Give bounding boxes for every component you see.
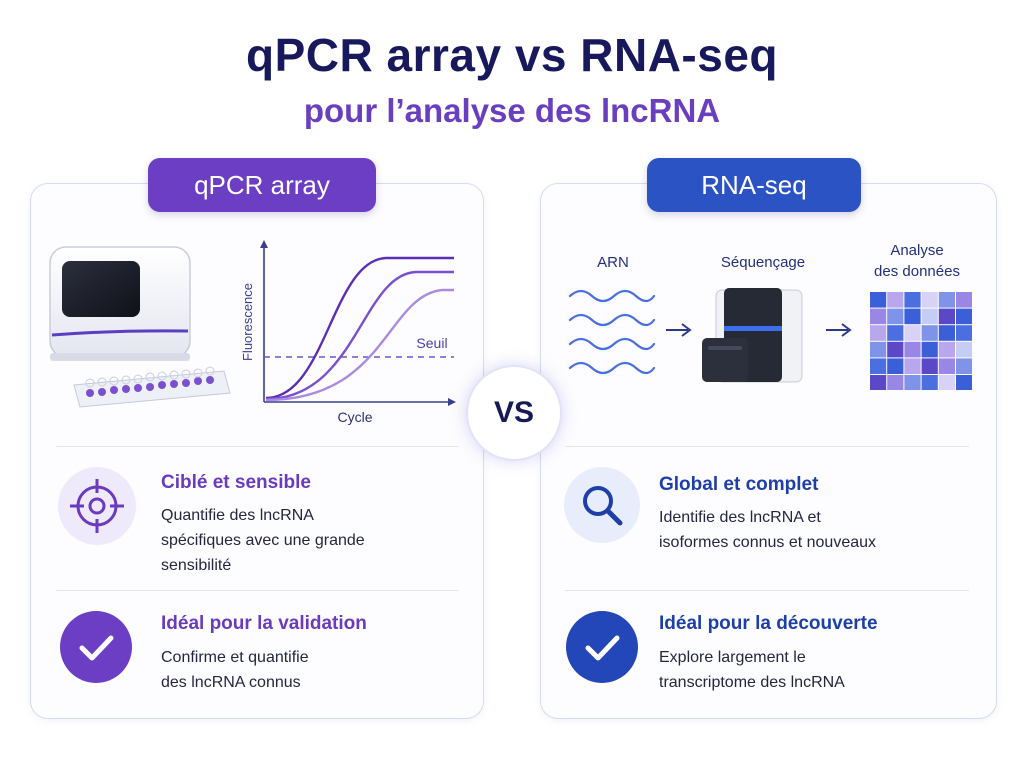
heatmap-grid <box>870 292 973 391</box>
heatmap-cell <box>904 358 921 374</box>
heatmap-cell <box>921 358 938 374</box>
heatmap-cell <box>938 308 955 325</box>
heatmap-cell <box>921 375 938 391</box>
rna-waves-icon <box>568 289 656 375</box>
heatmap-cell <box>870 375 887 391</box>
feature-line: Explore largement le <box>659 649 806 666</box>
heatmap-cell <box>904 375 921 391</box>
feature-line: Quantifie des lncRNA <box>161 507 314 524</box>
feature-global-text: Identifie des lncRNA et isoformes connus… <box>659 505 876 555</box>
rnaseq-pill: RNA-seq <box>647 158 861 212</box>
heatmap-cell <box>921 325 938 341</box>
page-subtitle: pour l’analyse des lncRNA <box>303 92 721 129</box>
arrow-right-icon <box>666 323 692 337</box>
chart-xlabel: Cycle <box>337 409 372 425</box>
divider <box>565 446 969 447</box>
divider <box>565 590 969 591</box>
heatmap-cell <box>956 341 973 358</box>
heatmap-cell <box>904 292 921 308</box>
sequencer-illustration <box>702 288 803 383</box>
feature-global-title: Global et complet <box>659 474 819 495</box>
divider <box>56 590 458 591</box>
heatmap-cell <box>870 292 887 308</box>
heatmap-cell <box>870 325 887 341</box>
feature-line: des lncRNA connus <box>161 674 301 691</box>
feature-line: isoformes connus et nouveaux <box>659 534 877 551</box>
heatmap-cell <box>887 325 904 341</box>
step-analysis-line1: Analyse <box>890 242 944 259</box>
step-rna-label: ARN <box>597 254 629 271</box>
heatmap-cell <box>887 375 904 391</box>
heatmap-cell <box>887 358 904 374</box>
amplification-chart: Fluorescence Cycle Seuil <box>240 240 456 425</box>
heatmap-cell <box>938 375 955 391</box>
heatmap-cell <box>904 325 921 341</box>
step-analysis-line2: des données <box>874 263 960 280</box>
heatmap-cell <box>904 341 921 358</box>
feature-discovery-title: Idéal pour la découverte <box>659 613 878 634</box>
heatmap-cell <box>921 341 938 358</box>
feature-line: Identifie des lncRNA et <box>659 509 821 526</box>
heatmap-cell <box>887 292 904 308</box>
feature-discovery-text: Explore largement le transcriptome des l… <box>659 645 845 695</box>
divider <box>56 446 458 447</box>
vs-badge: VS <box>466 365 562 461</box>
arrow-right-icon <box>826 323 852 337</box>
check-circle-icon <box>60 611 132 683</box>
heatmap-cell <box>938 325 955 341</box>
step-analysis-label: Analyse des données <box>856 240 978 282</box>
heatmap-cell <box>938 341 955 358</box>
heatmap-cell <box>870 308 887 325</box>
step-sequencing-label: Séquençage <box>720 254 806 271</box>
heatmap-cell <box>921 292 938 308</box>
feature-line: sensibilité <box>161 557 232 574</box>
heatmap-cell <box>956 308 973 325</box>
feature-line: Confirme et quantifie <box>161 649 309 666</box>
heatmap-cell <box>887 341 904 358</box>
heatmap-cell <box>870 358 887 374</box>
feature-validation-text: Confirme et quantifie des lncRNA connus <box>161 645 309 695</box>
heatmap-cell <box>956 358 973 374</box>
page-title: qPCR array vs RNA-seq <box>245 29 779 81</box>
threshold-label: Seuil <box>416 335 447 351</box>
heatmap-cell <box>870 341 887 358</box>
heatmap-cell <box>956 292 973 308</box>
check-circle-icon <box>566 611 638 683</box>
feature-targeted-text: Quantifie des lncRNA spécifiques avec un… <box>161 503 365 578</box>
target-icon <box>58 467 136 545</box>
qpcr-machine-illustration <box>49 246 231 408</box>
feature-targeted-title: Ciblé et sensible <box>161 472 311 493</box>
qpcr-pill: qPCR array <box>148 158 376 212</box>
heatmap-cell <box>956 325 973 341</box>
heatmap-cell <box>887 308 904 325</box>
heatmap-cell <box>938 292 955 308</box>
heatmap-cell <box>938 358 955 374</box>
search-icon <box>564 467 640 543</box>
heatmap-cell <box>956 375 973 391</box>
heatmap-cell <box>921 308 938 325</box>
feature-line: transcriptome des lncRNA <box>659 674 845 691</box>
heatmap-cell <box>904 308 921 325</box>
feature-line: spécifiques avec une grande <box>161 532 365 549</box>
feature-validation-title: Idéal pour la validation <box>161 613 367 634</box>
chart-ylabel: Fluorescence <box>240 283 255 361</box>
